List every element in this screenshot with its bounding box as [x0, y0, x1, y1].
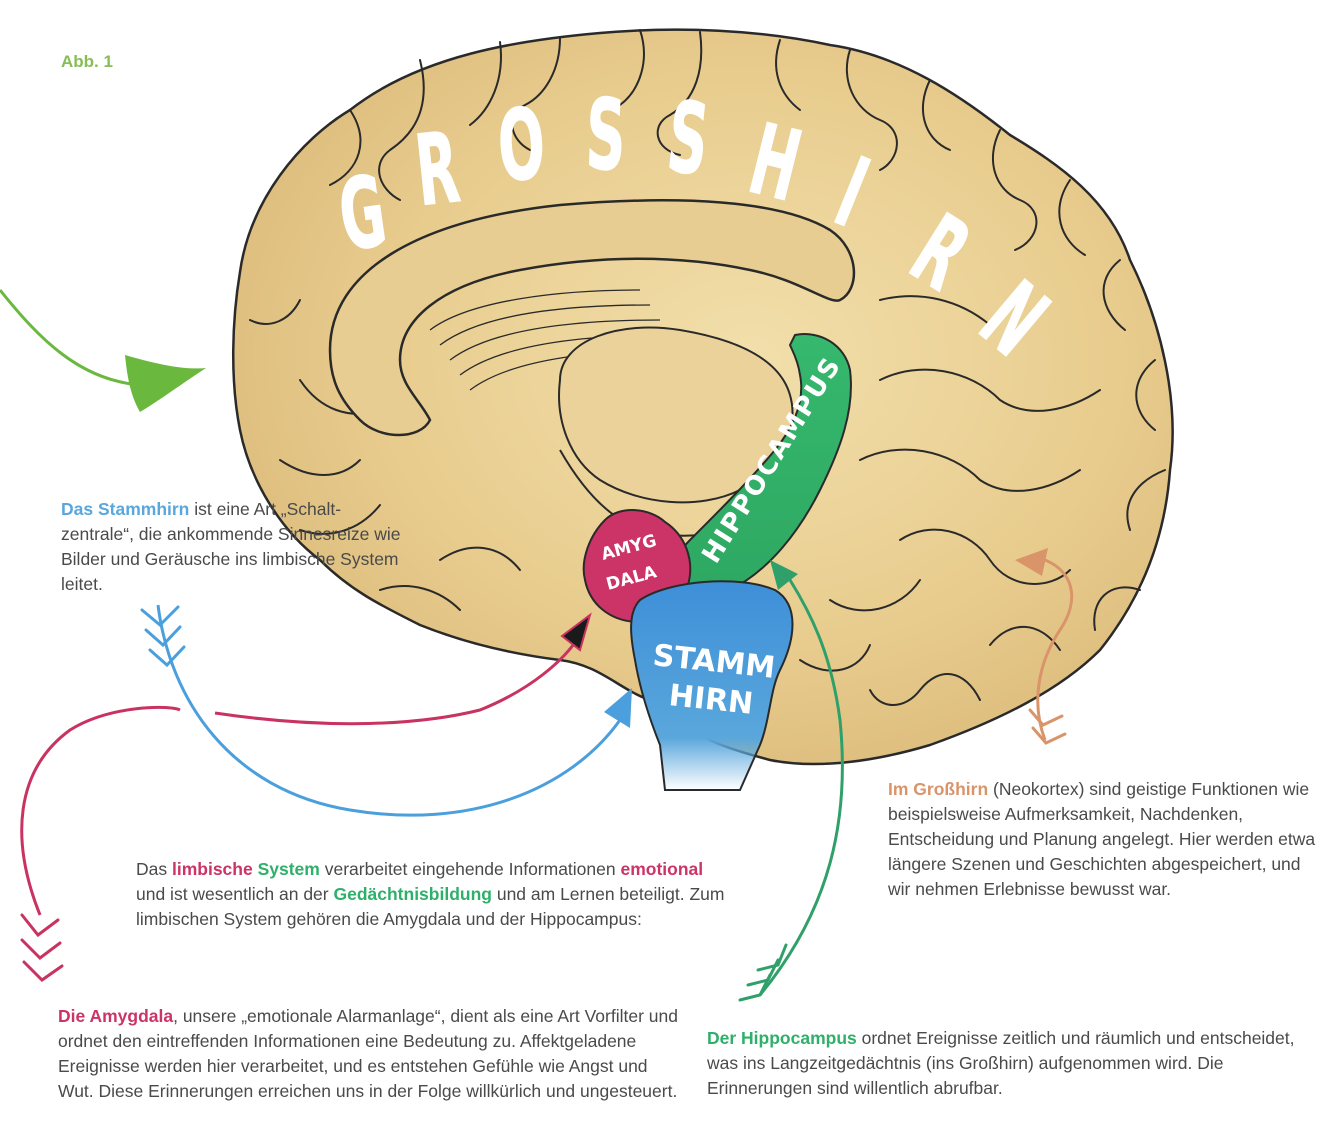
grosshirn-letter: O — [495, 88, 547, 204]
grosshirn-title: Im Großhirn — [888, 779, 989, 799]
limbic-keyword-gedaechtnis: Gedächtnisbildung — [333, 884, 492, 904]
amygdala-arrow-head — [560, 612, 592, 652]
stammhirn-arrow-tail — [140, 605, 186, 668]
figure-label: Abb. 1 — [61, 52, 113, 71]
hippocampus-arrow — [758, 579, 844, 996]
hippocampus-title: Der Hippocampus — [707, 1028, 857, 1048]
grosshirn-arrow — [1036, 556, 1074, 741]
hippocampus-description: Der Hippocampus ordnet Ereignisse zeitli… — [707, 1026, 1317, 1101]
grosshirn-pointer-arrow — [0, 289, 141, 387]
corpus-callosum — [328, 199, 856, 437]
limbic-system-description: Das limbische System verarbeitet eingehe… — [136, 857, 736, 932]
stammhirn-body: ist eine Art „Schalt­zentrale“, die anko… — [61, 499, 401, 594]
grosshirn-arrow-head — [1015, 548, 1048, 576]
grosshirn-arrow-tail — [1028, 708, 1067, 745]
grosshirn-letter: S — [584, 78, 627, 193]
limbic-keyword-system: System — [257, 859, 320, 879]
brainstem-shape — [630, 580, 794, 791]
grosshirn-body: (Neokortex) sind geistige Funk­tionen wi… — [888, 779, 1316, 899]
amygdala-description: Die Amygdala, unsere „emotionale Alarman… — [58, 1004, 683, 1104]
hippocampus-arrow-head — [770, 560, 798, 590]
limbic-part1: verarbeitet eingehende Informationen — [319, 859, 621, 879]
limbic-intro: Das — [136, 859, 172, 879]
amygdala-body: , unsere „emotionale Alarmanlage“, dient… — [58, 1006, 678, 1101]
brain-folds — [249, 29, 1166, 706]
amygdala-arrow-2 — [214, 634, 582, 726]
grosshirn-description: Im Großhirn (Neokortex) sind geistige Fu… — [888, 777, 1318, 902]
amygdala-arrow-tail — [20, 913, 64, 982]
stammhirn-arrow-head — [604, 688, 632, 728]
limbic-keyword-limbische: limbische — [171, 859, 253, 879]
amygdala-title: Die Amygdala — [58, 1006, 174, 1026]
limbic-keyword-emotional: emotional — [620, 859, 704, 879]
stammhirn-arrow — [156, 604, 622, 817]
amygdala-arrow — [20, 705, 181, 916]
stammhirn-title: Das Stammhirn — [61, 499, 190, 519]
limbic-part3: und am Lernen beteiligt. Zum limbischen … — [136, 884, 725, 929]
limbic-part2: und ist wesentlich an der — [136, 884, 334, 904]
hippocampus-body: ordnet Ereignisse zeitlich und räumlich … — [707, 1028, 1295, 1098]
stammhirn-description: Das Stammhirn ist eine Art „Schalt­zentr… — [61, 497, 401, 597]
grosshirn-pointer-head — [125, 355, 206, 412]
hippocampus-arrow-tail — [738, 943, 788, 1002]
